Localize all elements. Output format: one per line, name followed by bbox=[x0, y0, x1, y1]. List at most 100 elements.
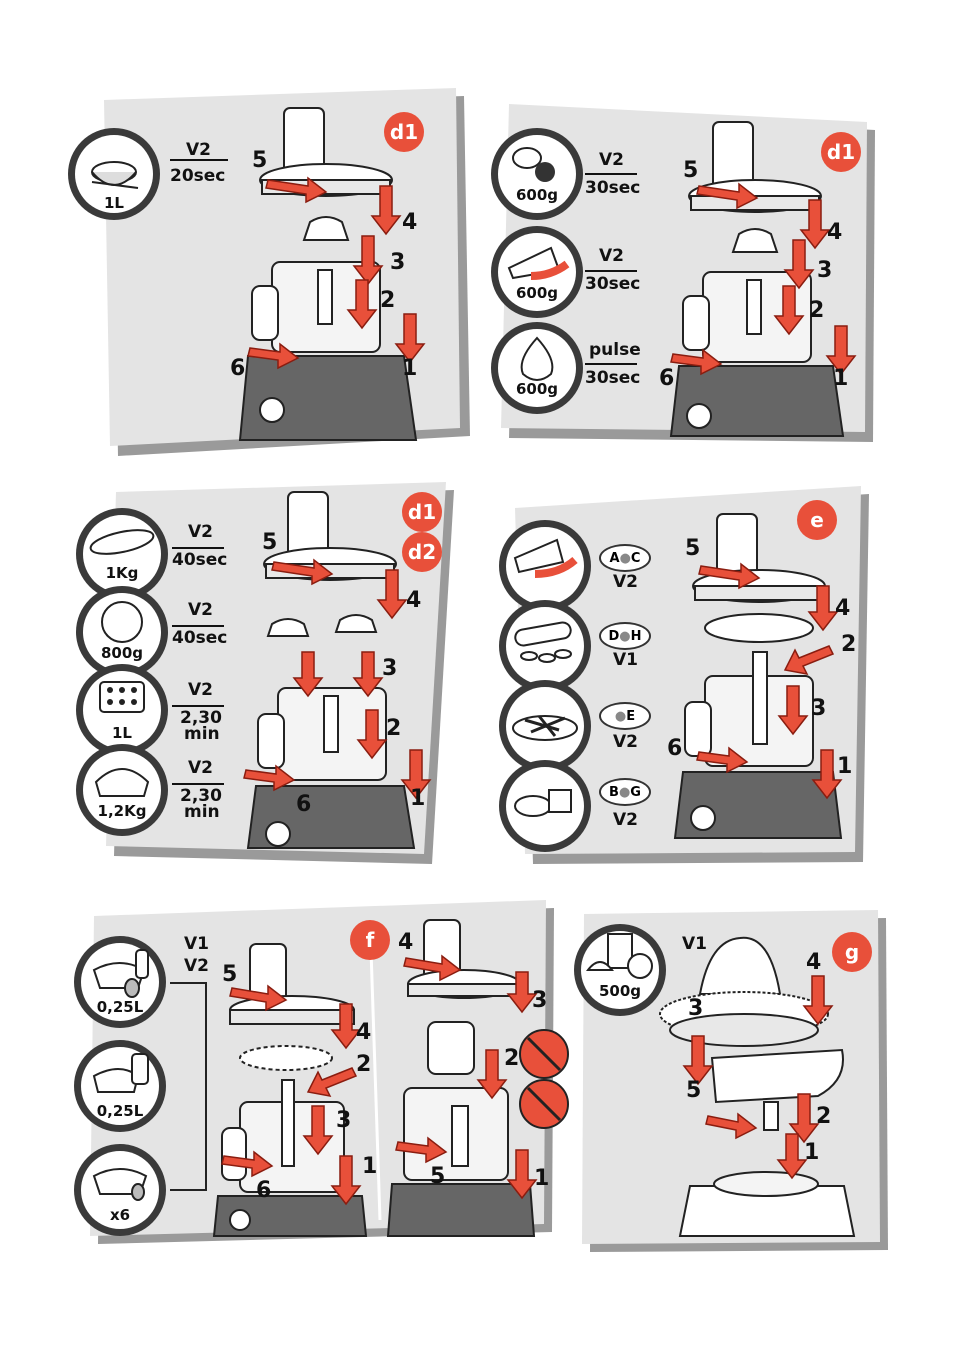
step-3: 3 bbox=[336, 1108, 352, 1133]
time-label: 30sec bbox=[585, 178, 641, 198]
ingredient-circle-meat: 600g bbox=[491, 128, 583, 220]
quantity-label: 0,25L bbox=[96, 998, 144, 1016]
step-2: 2 bbox=[809, 298, 825, 323]
badge-d1: d1 bbox=[384, 112, 424, 152]
step-3: 3 bbox=[382, 656, 398, 681]
fries-plate-icon bbox=[512, 715, 578, 741]
quantity-label: 600g bbox=[515, 284, 559, 302]
cream-bowl-icon bbox=[92, 949, 149, 998]
step-4: 4 bbox=[827, 220, 843, 245]
cheese-carrot-icon bbox=[507, 246, 570, 280]
juice-fruit-icon bbox=[585, 933, 653, 979]
speed-label: V2 bbox=[188, 758, 213, 778]
food-processor-diagram bbox=[669, 121, 857, 437]
grated-cheese-icon bbox=[514, 789, 572, 817]
time-label: 30sec bbox=[585, 368, 641, 388]
speed-label: V2 bbox=[599, 150, 624, 170]
step-4: 4 bbox=[406, 588, 422, 613]
step-1: 1 bbox=[833, 366, 849, 391]
badge-d1: d1 bbox=[402, 492, 442, 532]
food-processor-diagram bbox=[238, 107, 426, 441]
step-3: 3 bbox=[811, 696, 827, 721]
step-2: 2 bbox=[386, 716, 402, 741]
speed-label: V1 bbox=[682, 934, 707, 954]
step-4: 4 bbox=[356, 1020, 372, 1045]
onion-icon bbox=[520, 336, 554, 381]
ingredient-circle-cucumber bbox=[499, 600, 591, 692]
ingredient-circle-soup: 1L bbox=[68, 128, 160, 220]
step-5: 5 bbox=[262, 530, 278, 555]
ingredient-circle-eggs: x6 bbox=[74, 1144, 166, 1236]
speed-label: V2 bbox=[188, 600, 213, 620]
waffle-icon bbox=[99, 681, 145, 713]
step-6: 6 bbox=[667, 736, 683, 761]
step-2: 2 bbox=[841, 632, 857, 657]
quantity-label: 1L bbox=[104, 194, 124, 212]
speed-label: V2 bbox=[186, 140, 211, 160]
soup-bowl-icon bbox=[91, 161, 139, 189]
disc-selector: ●E bbox=[599, 702, 651, 730]
step-3: 3 bbox=[688, 996, 704, 1021]
ingredient-circle-bread: 800g bbox=[76, 586, 168, 678]
time-label: 2,30 bbox=[180, 786, 222, 806]
disc-selector: D●H bbox=[599, 622, 651, 650]
step-3: 3 bbox=[390, 250, 406, 275]
step-1: 1 bbox=[402, 356, 418, 381]
ingredient-circle-cream-pitcher: 0,25L bbox=[74, 1040, 166, 1132]
panel-d1-chop: 600g 600g 600g V2 30sec V2 30sec pulse 3… bbox=[477, 0, 954, 460]
panel-d1-soup: 1L V2 20sec d1 5 4 3 2 6 1 bbox=[0, 0, 477, 460]
step-5: 5 bbox=[252, 148, 268, 173]
step-5: 5 bbox=[222, 962, 238, 987]
time-label: 20sec bbox=[170, 166, 226, 186]
step-5: 5 bbox=[685, 536, 701, 561]
badge-f: f bbox=[350, 920, 390, 960]
step-6: 6 bbox=[659, 366, 675, 391]
ingredient-circle-waffle: 1L bbox=[76, 664, 168, 756]
speed-label: V2 bbox=[188, 680, 213, 700]
step-6: 6 bbox=[296, 792, 312, 817]
quantity-label: 1Kg bbox=[105, 564, 139, 582]
ingredient-circle-baguette: 1Kg bbox=[76, 508, 168, 600]
ingredient-circle-fries bbox=[499, 680, 591, 772]
cream-pitcher-icon bbox=[92, 1053, 149, 1093]
speed-label: pulse bbox=[589, 340, 641, 360]
panel-g-juicer: 500g V1 g 4 3 5 2 1 bbox=[570, 880, 954, 1270]
badge-d2: d2 bbox=[402, 532, 442, 572]
speed-label: V2 bbox=[613, 810, 638, 830]
badge-e: e bbox=[797, 500, 837, 540]
ingredient-circle-cream: 0,25L bbox=[74, 936, 166, 1028]
step-6: 6 bbox=[230, 356, 246, 381]
step-2: 2 bbox=[356, 1052, 372, 1077]
ingredient-circle-grated bbox=[499, 760, 591, 852]
step-2: 2 bbox=[504, 1046, 520, 1071]
food-processor-diagram bbox=[212, 919, 569, 1237]
ingredient-circle-cheese: 600g bbox=[491, 226, 583, 318]
cake-pan-icon bbox=[94, 768, 150, 797]
ingredient-circle-juice: 500g bbox=[574, 924, 666, 1016]
panel-f-whisk: 0,25L 0,25L x6 V1 V2 f bbox=[0, 880, 570, 1270]
step-5: 5 bbox=[683, 158, 699, 183]
quantity-label: 500g bbox=[598, 982, 642, 1000]
step-2: 2 bbox=[380, 288, 396, 313]
egg-whites-icon bbox=[92, 1168, 148, 1201]
panel-e-slicing: A●C V2 D●H V1 ●E V2 B●G V2 e 5 4 2 3 6 1 bbox=[477, 460, 954, 880]
badge-g: g bbox=[832, 932, 872, 972]
badge-d1: d1 bbox=[821, 132, 861, 172]
step-1: 1 bbox=[362, 1154, 378, 1179]
step-3: 3 bbox=[817, 258, 833, 283]
disc-selector: A●C bbox=[599, 544, 651, 572]
speed-label-v2: V2 bbox=[184, 956, 209, 976]
unit-label: min bbox=[184, 802, 220, 822]
step-4: 4 bbox=[835, 596, 851, 621]
food-processor-diagram bbox=[243, 491, 432, 849]
step-5: 5 bbox=[430, 1164, 446, 1189]
speed-label: V1 bbox=[613, 650, 638, 670]
cheese-carrot-icon bbox=[513, 538, 578, 578]
quantity-label: 1L bbox=[112, 724, 132, 742]
speed-label: V2 bbox=[613, 732, 638, 752]
step-2: 2 bbox=[816, 1104, 832, 1129]
quantity-label: 1,2Kg bbox=[97, 802, 147, 820]
food-processor-diagram bbox=[673, 513, 843, 839]
speed-label: V2 bbox=[613, 572, 638, 592]
cucumber-slices-icon bbox=[514, 621, 572, 663]
